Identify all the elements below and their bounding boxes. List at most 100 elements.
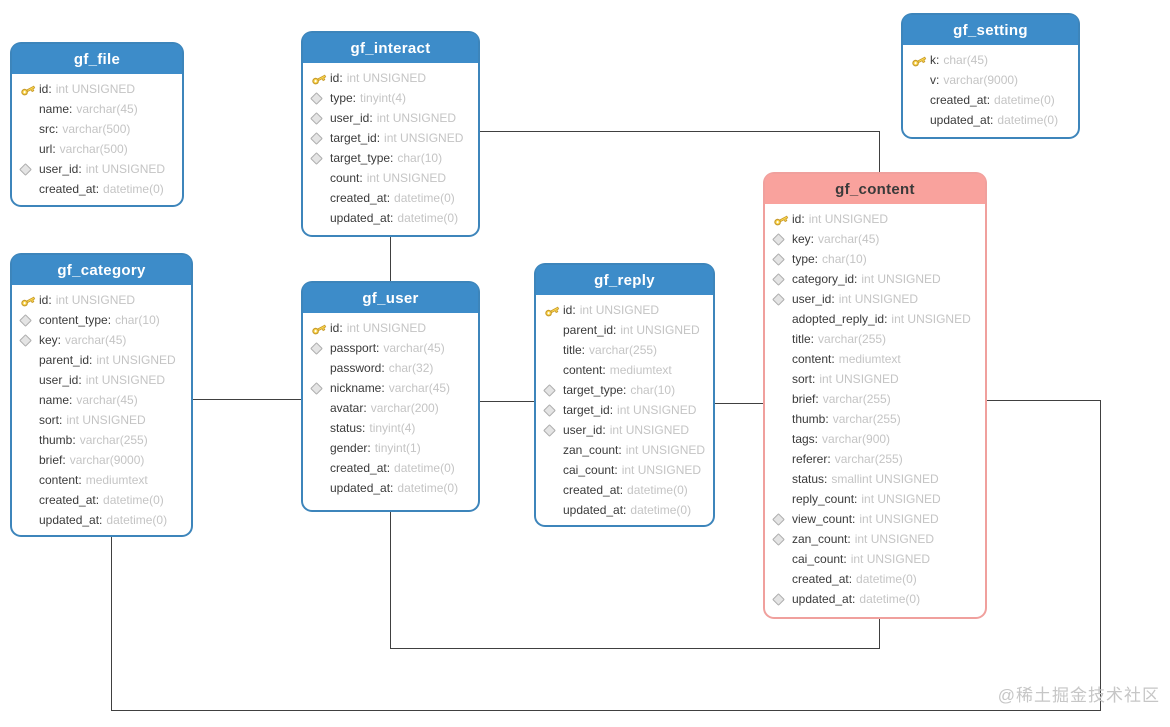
table-header[interactable]: gf_category	[12, 255, 191, 285]
index-diamond-icon	[19, 313, 39, 327]
field-name: key:	[39, 333, 62, 347]
field-row: name:varchar(45)	[19, 99, 178, 119]
field-row: content:mediumtext	[19, 470, 187, 490]
field-row: v:varchar(9000)	[910, 70, 1074, 90]
field-type: int UNSIGNED	[617, 403, 697, 417]
field-name: zan_count:	[792, 532, 851, 546]
connector-segment	[879, 617, 880, 648]
diamond-shape	[543, 383, 556, 397]
field-name: brief:	[792, 392, 819, 406]
field-type: varchar(500)	[62, 122, 131, 136]
connector-segment	[879, 131, 880, 174]
table-header[interactable]: gf_file	[12, 44, 182, 74]
diamond-shape	[772, 252, 785, 266]
field-type: int UNSIGNED	[384, 131, 464, 145]
diamond-shape	[543, 403, 556, 417]
field-row: created_at:datetime(0)	[19, 490, 187, 510]
field-name: content_type:	[39, 313, 112, 327]
field-name: cai_count:	[792, 552, 847, 566]
table-gf_setting[interactable]: gf_setting k:char(45)v:varchar(9000)creat…	[903, 15, 1078, 137]
field-name: target_type:	[330, 151, 394, 165]
table-title: gf_reply	[594, 271, 655, 289]
connector-segment	[111, 710, 1101, 711]
field-row: user_id:int UNSIGNED	[543, 420, 709, 440]
field-type: varchar(255)	[79, 433, 148, 447]
field-type: int UNSIGNED	[621, 463, 702, 477]
diamond-shape	[772, 512, 785, 526]
field-type: varchar(45)	[65, 333, 127, 347]
field-name: nickname:	[330, 381, 385, 395]
table-header[interactable]: gf_setting	[903, 15, 1078, 45]
field-row: status:tinyint(4)	[310, 418, 474, 438]
field-row: created_at:datetime(0)	[19, 179, 178, 199]
diamond-shape	[772, 592, 785, 606]
diamond-shape	[772, 232, 785, 246]
field-type: datetime(0)	[103, 182, 164, 196]
field-row: parent_id:int UNSIGNED	[543, 320, 709, 340]
field-name: src:	[39, 122, 59, 136]
field-row: created_at:datetime(0)	[772, 569, 981, 589]
field-name: user_id:	[792, 292, 835, 306]
field-row: zan_count:int UNSIGNED	[772, 529, 981, 549]
field-type: tinyint(4)	[360, 91, 407, 105]
field-name: url:	[39, 142, 56, 156]
index-diamond-icon	[543, 403, 563, 417]
field-row: id:int UNSIGNED	[543, 300, 709, 320]
field-row: updated_at:datetime(0)	[310, 208, 474, 228]
index-diamond-icon	[310, 91, 330, 105]
field-type: int UNSIGNED	[861, 492, 941, 506]
index-diamond-icon	[772, 532, 792, 546]
field-type: varchar(9000)	[69, 453, 145, 467]
diamond-shape	[543, 423, 556, 437]
table-title: gf_interact	[350, 39, 431, 57]
field-type: varchar(45)	[383, 341, 445, 355]
field-row: brief:varchar(9000)	[19, 450, 187, 470]
field-name: updated_at:	[39, 513, 103, 527]
field-row: updated_at:datetime(0)	[310, 478, 474, 498]
table-header[interactable]: gf_reply	[536, 265, 713, 295]
table-fields: k:char(45)v:varchar(9000)created_at:date…	[903, 45, 1078, 134]
field-row: updated_at:datetime(0)	[910, 110, 1074, 130]
field-type: mediumtext	[838, 352, 901, 366]
field-name: status:	[792, 472, 828, 486]
table-title: gf_setting	[953, 21, 1028, 39]
field-name: created_at:	[330, 191, 391, 205]
field-name: user_id:	[563, 423, 606, 437]
field-type: char(32)	[388, 361, 434, 375]
field-row: cai_count:int UNSIGNED	[543, 460, 709, 480]
field-type: datetime(0)	[394, 191, 455, 205]
field-name: id:	[330, 321, 343, 335]
field-name: updated_at:	[930, 113, 994, 127]
field-type: varchar(500)	[59, 142, 128, 156]
diamond-shape	[310, 131, 323, 145]
field-row: updated_at:datetime(0)	[543, 500, 709, 520]
field-name: updated_at:	[792, 592, 856, 606]
index-diamond-icon	[310, 111, 330, 125]
index-diamond-icon	[19, 333, 39, 347]
table-title: gf_file	[73, 50, 121, 68]
field-name: id:	[330, 71, 343, 85]
field-type: datetime(0)	[106, 513, 168, 527]
field-type: varchar(45)	[76, 102, 138, 116]
field-name: updated_at:	[330, 481, 394, 495]
field-name: status:	[330, 421, 366, 435]
field-row: password:char(32)	[310, 358, 474, 378]
field-row: tags:varchar(900)	[772, 429, 981, 449]
table-header[interactable]: gf_content	[765, 174, 985, 204]
diamond-shape	[310, 111, 323, 125]
field-row: sort:int UNSIGNED	[772, 369, 981, 389]
table-header[interactable]: gf_interact	[303, 33, 478, 63]
field-name: content:	[563, 363, 606, 377]
table-header[interactable]: gf_user	[303, 283, 478, 313]
field-name: parent_id:	[39, 353, 93, 367]
primary-key-icon	[543, 302, 563, 319]
diamond-shape	[772, 292, 785, 306]
field-row: referer:varchar(255)	[772, 449, 981, 469]
